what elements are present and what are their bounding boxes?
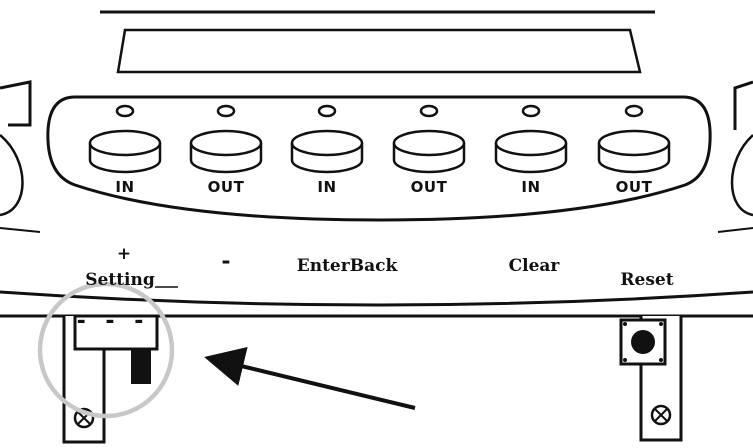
keypad-button-3 bbox=[290, 129, 364, 174]
keypad-button-4 bbox=[392, 129, 466, 174]
left-housing-edge bbox=[0, 227, 41, 233]
reset-key-label: Reset bbox=[620, 270, 674, 290]
plus-key-label: + bbox=[116, 244, 132, 264]
keypad-button-1 bbox=[88, 129, 162, 174]
highlight-circle bbox=[37, 281, 175, 419]
lower-housing-curve bbox=[0, 290, 753, 307]
button-label-2: OUT bbox=[207, 178, 245, 196]
dip-switch-body bbox=[73, 314, 159, 351]
keypad-button-6 bbox=[597, 129, 671, 174]
button-label-5: IN bbox=[521, 178, 541, 196]
setting-key-label: Setting bbox=[85, 270, 155, 290]
keypad-buttons bbox=[88, 129, 671, 174]
button-label-3: IN bbox=[317, 178, 337, 196]
pointer-arrow bbox=[204, 347, 416, 410]
display-window bbox=[116, 28, 642, 74]
enter-back-key-label: EnterBack bbox=[296, 256, 398, 276]
left-body-curve bbox=[0, 134, 24, 217]
right-housing-edge bbox=[717, 227, 753, 233]
keypad-button-2 bbox=[189, 129, 263, 174]
minus-key-label: - bbox=[221, 248, 231, 274]
clear-key-label: Clear bbox=[508, 256, 560, 276]
reset-button bbox=[619, 318, 667, 366]
button-label-1: IN bbox=[115, 178, 135, 196]
left-side-bracket bbox=[0, 80, 32, 127]
keypad-button-5 bbox=[494, 129, 568, 174]
dip-switch-lever bbox=[131, 349, 151, 384]
dip-switch-marks: - - - bbox=[76, 309, 150, 334]
keypad-panel bbox=[46, 95, 712, 222]
right-side-bracket bbox=[733, 80, 753, 130]
led-indicators bbox=[115, 104, 644, 118]
right-body-curve bbox=[730, 134, 753, 217]
button-label-4: OUT bbox=[410, 178, 448, 196]
button-label-6: OUT bbox=[615, 178, 653, 196]
